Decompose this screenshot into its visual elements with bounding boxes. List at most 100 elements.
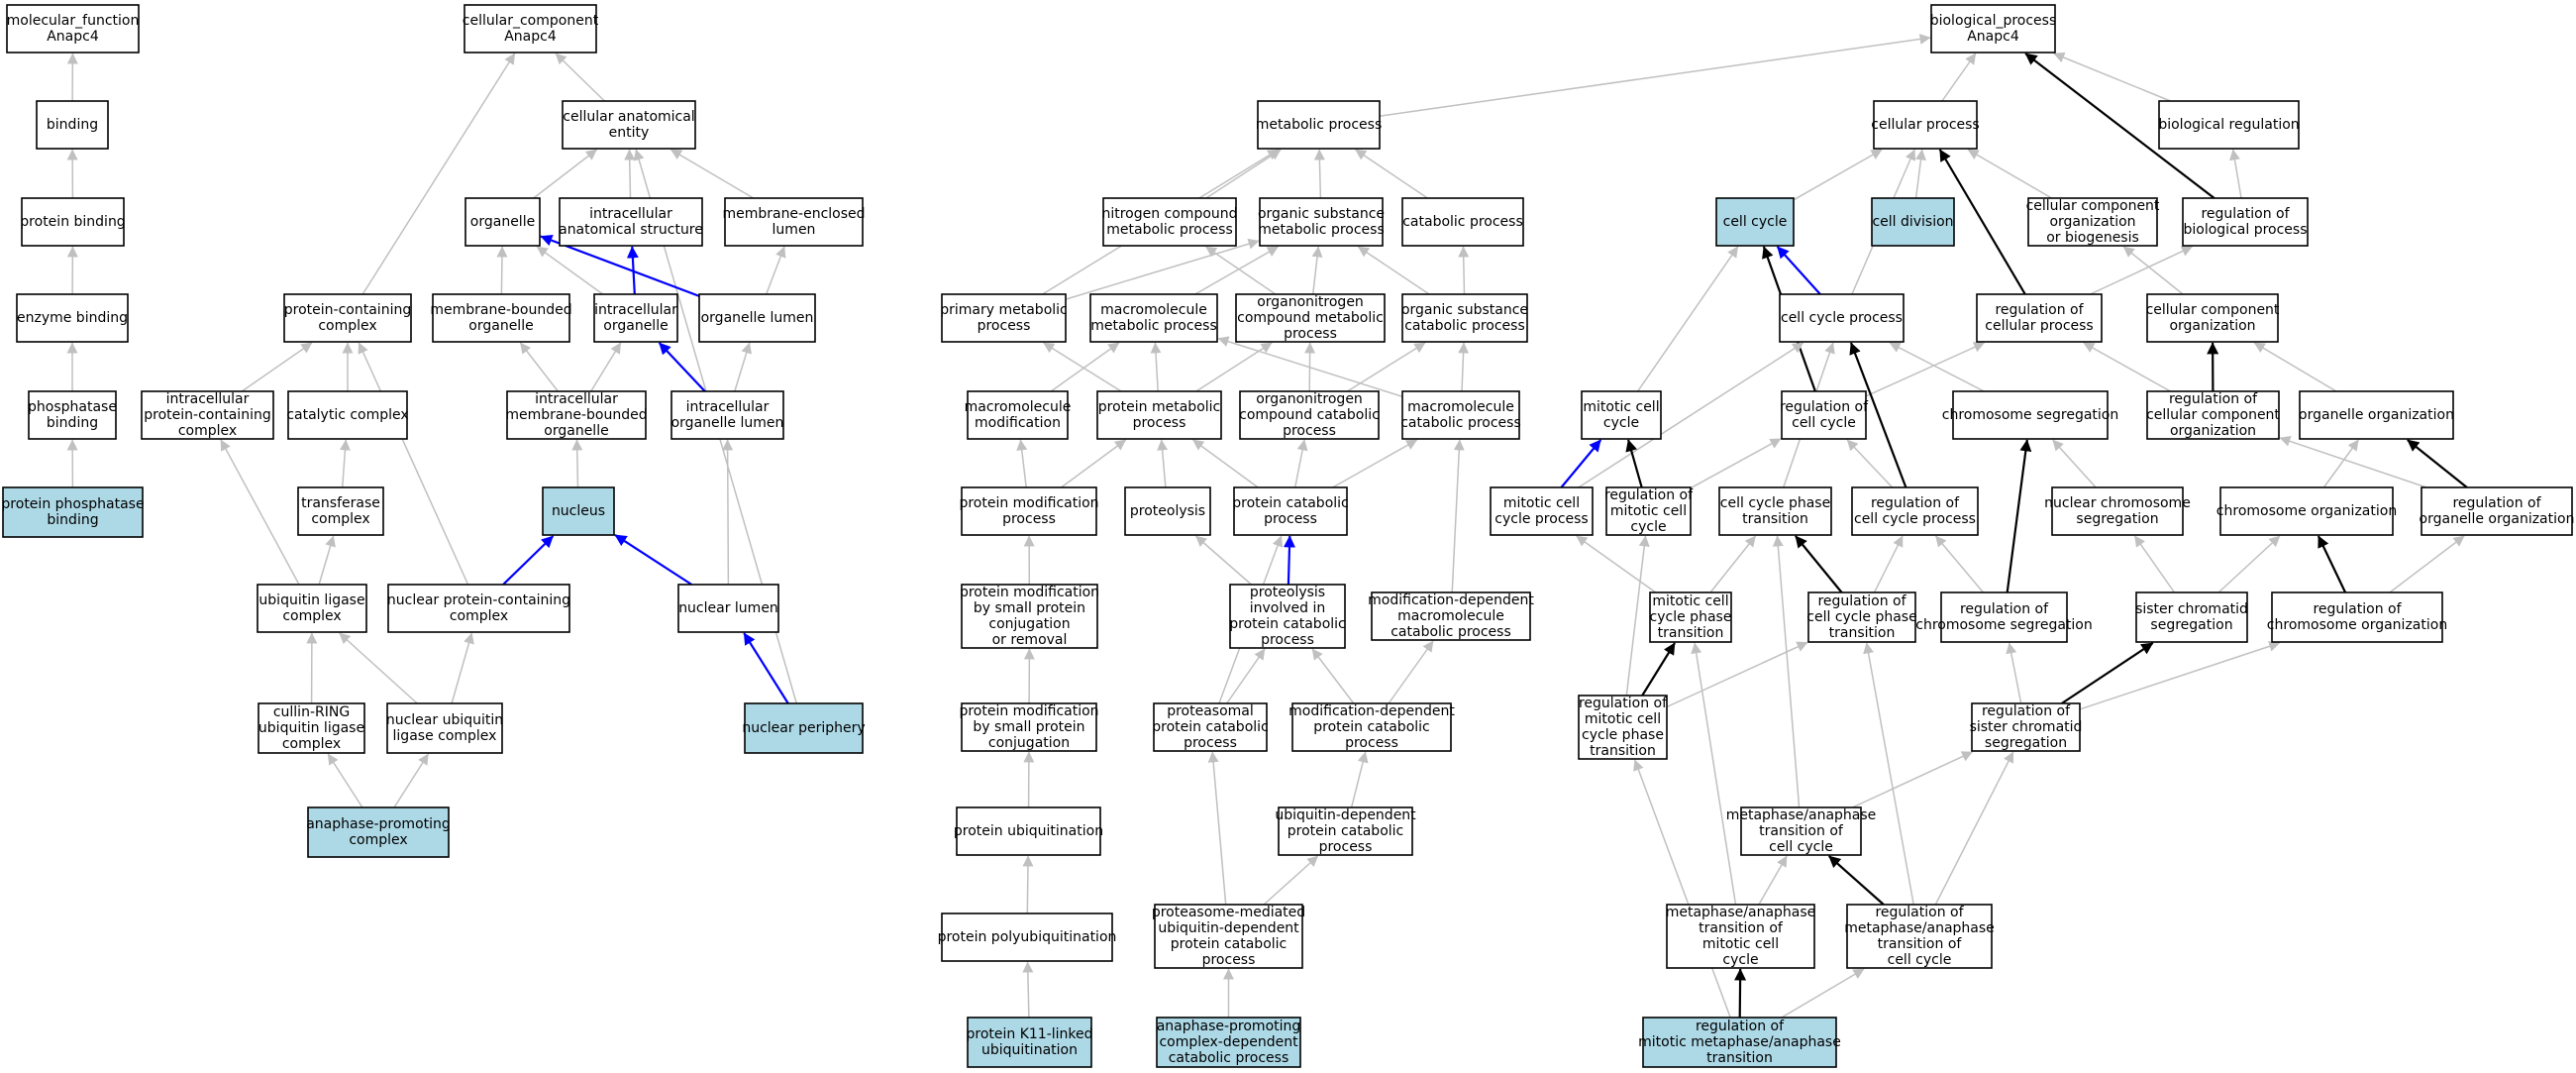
edge-regulates	[2061, 642, 2154, 704]
go-term-node-organelle[interactable]: organelle	[464, 197, 541, 247]
node-label-line: regulation of	[1995, 302, 2084, 318]
go-term-node-nuclear-lumen[interactable]: nuclear lumen	[677, 584, 779, 633]
go-term-node-modification-dependent-macromolecule-catabolic-process[interactable]: modification-dependentmacromoleculecatab…	[1368, 591, 1534, 641]
go-term-node-organelle-lumen[interactable]: organelle lumen	[698, 293, 816, 343]
go-term-node-organelle-organization[interactable]: organelle organization	[2299, 390, 2454, 440]
go-term-node-cell-cycle[interactable]: cell cycle	[1715, 197, 1795, 247]
node-label-line: regulation of	[1696, 1019, 1785, 1034]
edge-is-a	[318, 535, 336, 586]
go-term-node-regulation-of-metaphase-anaphase-transition-of-cell-cycle[interactable]: regulation ofmetaphase/anaphasetransitio…	[1844, 904, 1995, 969]
go-term-node-nuclear-periphery[interactable]: nuclear periphery	[742, 702, 866, 754]
go-term-node-anaphase-promoting-complex-dependent-catabolic-process[interactable]: anaphase-promotingcomplex-dependentcatab…	[1156, 1017, 1301, 1068]
node-label-line: protein modification	[959, 703, 1098, 719]
go-term-node-cellular-process[interactable]: cellular process	[1871, 100, 1980, 150]
go-term-node-proteolysis[interactable]: proteolysis	[1124, 486, 1211, 536]
go-term-node-protein-binding[interactable]: protein binding	[20, 197, 126, 247]
node-label-line: nuclear ubiquitin	[386, 712, 503, 728]
go-term-node-enzyme-binding[interactable]: enzyme binding	[16, 293, 129, 343]
node-label-line: by small protein	[974, 600, 1085, 616]
go-term-node-cell-division[interactable]: cell division	[1871, 197, 1955, 247]
go-term-node-chromosome-organization[interactable]: chromosome organization	[2216, 486, 2397, 536]
go-term-node-nucleus[interactable]: nucleus	[542, 486, 615, 536]
go-term-node-chromosome-segregation[interactable]: chromosome segregation	[1942, 390, 2119, 440]
node-label-line: mitotic metaphase/anaphase	[1638, 1034, 1841, 1050]
node-label-line: catabolic process	[1169, 1050, 1289, 1066]
go-term-node-cell-cycle-process[interactable]: cell cycle process	[1779, 293, 1905, 343]
go-term-node-catabolic-process[interactable]: catabolic process	[1401, 197, 1524, 247]
go-term-node-proteasome-mediated-ubiquitin-dependent-protein-catabolic-process[interactable]: proteasome-mediatedubiquitin-dependentpr…	[1152, 904, 1305, 969]
go-term-node-protein-ubiquitination[interactable]: protein ubiquitination	[954, 806, 1103, 856]
go-term-node-binding[interactable]: binding	[36, 100, 109, 150]
go-term-node-metabolic-process[interactable]: metabolic process	[1256, 100, 1383, 150]
go-term-node-catalytic-complex[interactable]: catalytic complex	[286, 390, 409, 440]
edge-is-a	[1666, 641, 1808, 708]
edge-is-a	[1846, 439, 1894, 488]
node-label-line: macromolecule	[965, 399, 1072, 415]
go-term-node-biological-regulation[interactable]: biological regulation	[2158, 100, 2300, 150]
go-term-node-protein-polyubiquitination[interactable]: protein polyubiquitination	[938, 912, 1117, 962]
